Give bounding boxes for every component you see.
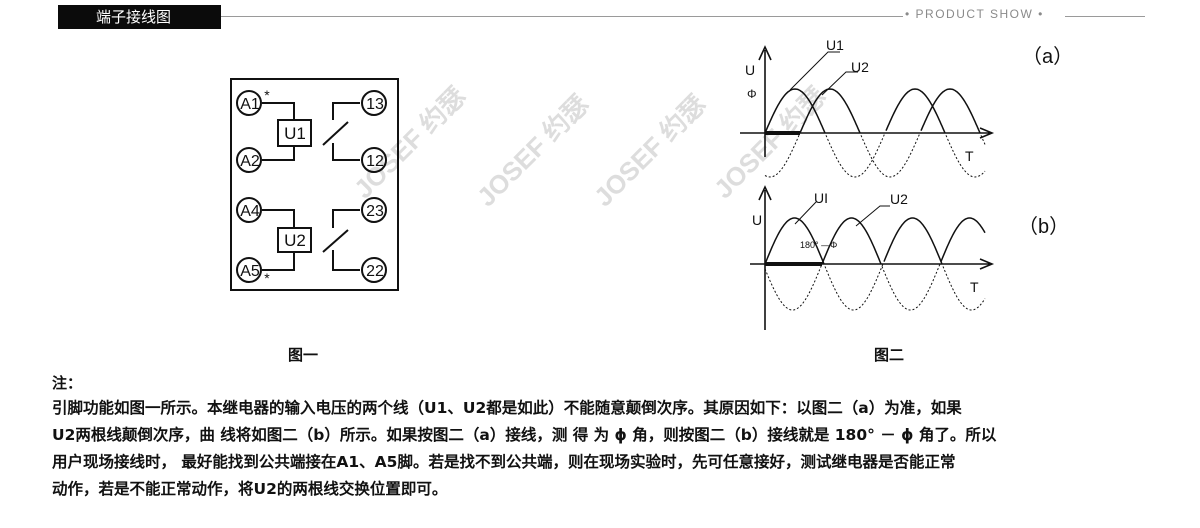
fig2b-curve-u2 bbox=[821, 217, 986, 265]
note-line: 动作，若是不能正常动作，将U2的两根线交换位置即可。 bbox=[52, 480, 448, 498]
fig2b-label: （b） bbox=[1018, 215, 1069, 238]
fig2a-y-label-u: U bbox=[745, 62, 755, 78]
figure1-labels: A1 A2 A4 A5 13 12 23 22 U1 U2 * * bbox=[240, 87, 384, 286]
watermark: JOSEF 约瑟 bbox=[471, 89, 594, 212]
section-title: 端子接线图 bbox=[58, 5, 221, 29]
wire-23 bbox=[332, 209, 360, 228]
figure2b-waveforms bbox=[750, 185, 995, 330]
terminal-circle-a1 bbox=[236, 90, 262, 116]
figures-canvas: JOSEF 约瑟 JOSEF 约瑟 JOSEF 约瑟 JOSEF 约瑟 A1 bbox=[230, 37, 1073, 330]
terminal-circle-23 bbox=[361, 197, 387, 223]
note-line: 引脚功能如图一所示。本继电器的输入电压的两个线（U1、U2都是如此）不能随意颠倒… bbox=[52, 399, 962, 417]
contact2-blade bbox=[322, 229, 349, 253]
terminal-circle-a4 bbox=[236, 197, 262, 223]
figure2-caption: 图二 bbox=[874, 346, 905, 364]
fig2a-curve-u1 bbox=[764, 88, 946, 134]
polarity-mark-a1: * bbox=[264, 87, 270, 103]
terminal-label-a4: A4 bbox=[240, 203, 260, 220]
figure1-caption: 图一 bbox=[288, 346, 319, 364]
fig2b-curve-u1 bbox=[764, 217, 943, 265]
fig2a-y-label-phi: Φ bbox=[747, 87, 757, 101]
terminal-circle-13 bbox=[361, 90, 387, 116]
terminal-label-a5: A5 bbox=[240, 263, 260, 280]
note-line: 用户现场接线时， 最好能找到公共端接在A1、A5脚。若是找不到公共端，则在现场实… bbox=[52, 453, 956, 471]
contact1-blade bbox=[322, 121, 349, 146]
terminal-label-13: 13 bbox=[366, 96, 384, 113]
figure2a-waveforms bbox=[740, 45, 995, 178]
fig2a-curve-u2-dashed bbox=[764, 132, 986, 178]
fig2b-y-label: U bbox=[752, 212, 762, 228]
note-title: 注： bbox=[52, 374, 83, 392]
fig2b-x-label: T bbox=[970, 279, 979, 295]
header-divider-right bbox=[1065, 16, 1145, 17]
fig2a-curve-label-u2: U2 bbox=[851, 59, 869, 75]
fig2a-x-label: T bbox=[965, 148, 974, 164]
fig2b-curve-u1-dashed bbox=[824, 263, 986, 311]
terminal-label-22: 22 bbox=[366, 263, 384, 280]
wire-a4 bbox=[262, 209, 295, 228]
wire-12 bbox=[332, 143, 360, 161]
terminal-circle-a5 bbox=[236, 257, 262, 283]
wire-a2 bbox=[262, 146, 295, 161]
terminal-label-12: 12 bbox=[366, 153, 384, 170]
relay-outline bbox=[230, 78, 399, 291]
fig2a-label: （a） bbox=[1022, 45, 1073, 68]
watermarks: JOSEF 约瑟 JOSEF 约瑟 JOSEF 约瑟 JOSEF 约瑟 bbox=[348, 81, 831, 212]
coil2-label: U2 bbox=[284, 231, 306, 250]
figure2b-labels: U T UI U2 180° —Φ （b） bbox=[752, 190, 1069, 295]
terminal-label-a2: A2 bbox=[240, 153, 260, 170]
header-divider bbox=[221, 16, 903, 17]
terminal-circle-a2 bbox=[236, 147, 262, 173]
fig2b-curve-label-u1: UI bbox=[814, 190, 828, 206]
wire-a1 bbox=[262, 102, 295, 120]
fig2a-curve-label-u1: U1 bbox=[826, 37, 844, 53]
fig2b-curve-u2-dashed bbox=[764, 263, 941, 311]
coil2-box bbox=[277, 227, 312, 253]
wire-a5 bbox=[262, 252, 295, 271]
fig2a-curve-u2 bbox=[799, 88, 981, 134]
watermark: JOSEF 约瑟 bbox=[708, 81, 831, 204]
fig2a-leader-u1 bbox=[789, 51, 840, 91]
terminal-label-23: 23 bbox=[366, 203, 384, 220]
terminal-circle-22 bbox=[361, 257, 387, 283]
fig2b-y-axis bbox=[758, 185, 772, 330]
coil1-box bbox=[277, 119, 312, 147]
coil1-label: U1 bbox=[284, 124, 306, 143]
figure2a-labels: U Φ T U1 U2 （a） bbox=[745, 37, 1073, 164]
terminal-label-a1: A1 bbox=[240, 96, 260, 113]
note-line: U2两根线颠倒次序，曲 线将如图二（b）所示。如果按图二（a）接线，测 得 为 … bbox=[52, 426, 997, 444]
fig2a-curve-u1-dashed bbox=[825, 132, 986, 178]
polarity-mark-a5: * bbox=[264, 270, 270, 286]
watermark: JOSEF 约瑟 bbox=[588, 89, 711, 212]
fig2b-curve-label-u2: U2 bbox=[890, 191, 908, 207]
wire-13 bbox=[332, 102, 360, 120]
fig2a-y-axis bbox=[758, 45, 772, 157]
fig2b-phase-label: 180° —Φ bbox=[800, 240, 837, 250]
wire-22 bbox=[332, 250, 360, 271]
figure1-terminal-diagram bbox=[230, 78, 399, 291]
fig2b-leader-u1 bbox=[794, 201, 817, 225]
fig2b-leader-u2 bbox=[855, 205, 890, 227]
fig2a-leader-u2 bbox=[821, 71, 858, 96]
note-body: 引脚功能如图一所示。本继电器的输入电压的两个线（U1、U2都是如此）不能随意颠倒… bbox=[52, 395, 1152, 503]
product-show-tagline: • PRODUCT SHOW • bbox=[905, 7, 1044, 21]
terminal-circle-12 bbox=[361, 147, 387, 173]
